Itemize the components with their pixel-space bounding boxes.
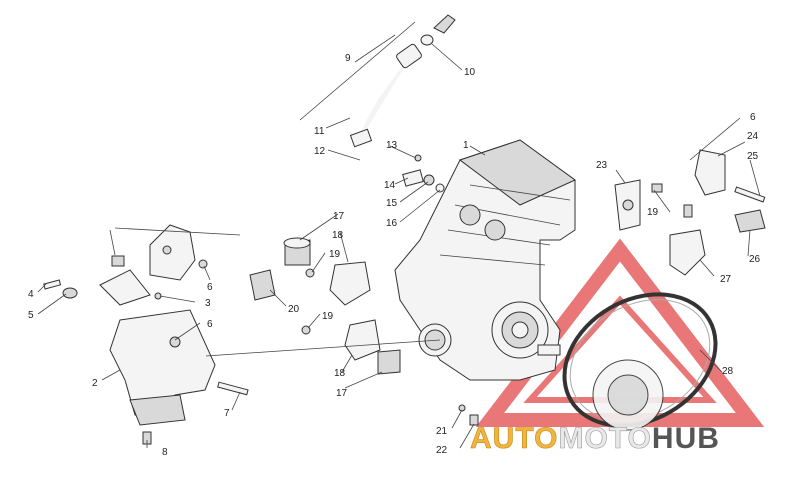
upper-left-mount xyxy=(111,224,208,281)
callout-18b: 18 xyxy=(334,368,346,379)
callout-1: 1 xyxy=(463,140,469,151)
callout-28: 28 xyxy=(722,366,734,377)
callout-23: 23 xyxy=(596,160,608,171)
drive-belt xyxy=(562,292,718,431)
engine-block xyxy=(394,139,576,381)
callout-19c: 19 xyxy=(647,207,659,218)
engine-mounts-left xyxy=(249,237,401,375)
watermark-wordmark: AUTOMOTOHUB xyxy=(470,422,720,456)
callout-11: 11 xyxy=(314,126,325,137)
watermark-word-auto: AUTO xyxy=(470,422,558,455)
callout-8: 8 xyxy=(162,447,168,458)
callout-20: 20 xyxy=(288,304,300,315)
bolts-left xyxy=(43,279,162,300)
callout-25: 25 xyxy=(747,151,759,162)
callout-5: 5 xyxy=(28,310,34,321)
callout-19b: 19 xyxy=(322,311,334,322)
callout-6a: 6 xyxy=(207,319,213,330)
svg-text:AUTOMOTOHUB: AUTOMOTOHUB xyxy=(470,422,720,455)
watermark-word-moto: MOTO xyxy=(558,422,651,455)
callout-labels: 1 2 3 4 5 6 6 6 7 8 9 10 11 12 13 14 15 … xyxy=(28,53,761,458)
callout-19a: 19 xyxy=(329,249,341,260)
callout-27: 27 xyxy=(720,274,732,285)
callout-18a: 18 xyxy=(332,230,344,241)
callout-22: 22 xyxy=(436,445,448,456)
callout-2: 2 xyxy=(92,378,98,389)
callout-10: 10 xyxy=(464,67,476,78)
callout-13: 13 xyxy=(386,140,398,151)
callout-21: 21 xyxy=(436,426,448,437)
callout-9: 9 xyxy=(345,53,351,64)
callout-7: 7 xyxy=(224,408,230,419)
callout-26: 26 xyxy=(749,254,761,265)
callout-4: 4 xyxy=(28,289,34,300)
watermark-word-hub: HUB xyxy=(652,422,720,455)
callout-6c: 6 xyxy=(750,112,756,123)
callout-24: 24 xyxy=(747,131,759,142)
breather-fittings xyxy=(402,154,445,193)
callout-17a: 17 xyxy=(333,211,345,222)
oil-filler-tube xyxy=(349,14,456,148)
callout-6b: 6 xyxy=(207,282,213,293)
bottom-fasteners xyxy=(458,404,479,426)
callout-17b: 17 xyxy=(336,388,348,399)
leader-lines xyxy=(37,21,761,449)
callout-3: 3 xyxy=(205,298,211,309)
callout-14: 14 xyxy=(384,180,396,191)
rear-engine-mounts xyxy=(614,149,766,276)
callout-12: 12 xyxy=(314,146,326,157)
callout-15: 15 xyxy=(386,198,398,209)
front-mount-bracket xyxy=(99,269,249,445)
callout-16: 16 xyxy=(386,218,398,229)
